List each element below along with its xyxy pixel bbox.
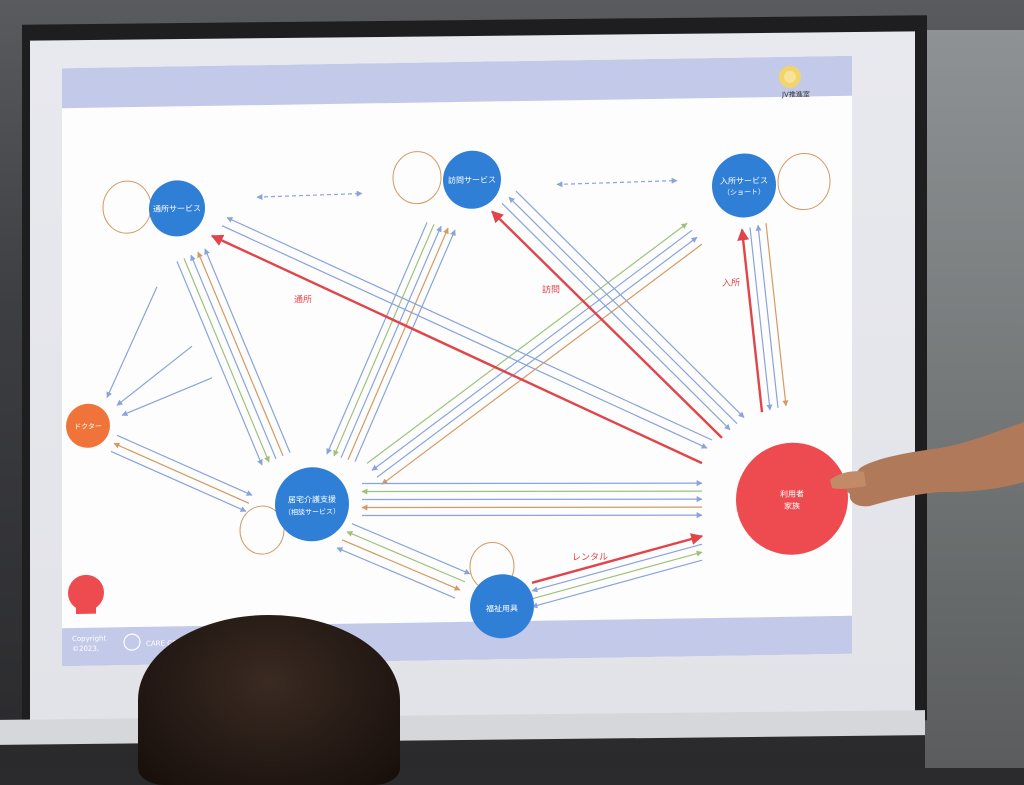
- side-wall: [925, 30, 1024, 768]
- node-tsusho-label: 通所サービス: [153, 203, 201, 214]
- arrow-bundle-tsusho-riyosha: [210, 217, 713, 465]
- care-badge-icon: [68, 574, 104, 614]
- edge-label-rental: レンタル: [572, 552, 608, 564]
- logo-text: JV推進室: [781, 89, 810, 98]
- node-nyusho-service: 入所サービス （ショート）: [712, 153, 776, 218]
- presenter-arm: [845, 422, 1024, 507]
- arrow-bundle-tsusho-kyotaku: [176, 248, 291, 466]
- edge-label-tsusho: 通所: [294, 294, 312, 305]
- node-doctor: ドクター: [66, 403, 110, 448]
- node-riyosha-label-1: 利用者: [780, 489, 804, 499]
- node-homon-service: 訪問サービス: [443, 150, 501, 209]
- node-doctor-label: ドクター: [74, 422, 102, 431]
- node-riyosha-family: 利用者 家族: [736, 442, 848, 555]
- slide-header-band: [62, 55, 852, 109]
- node-kyotaku-label-2: （相談サービス）: [284, 507, 340, 517]
- logo-icon: JV推進室: [779, 65, 810, 99]
- presenter-hand: [830, 410, 1024, 520]
- node-tsusho-service: 通所サービス: [149, 180, 205, 237]
- node-homon-label: 訪問サービス: [448, 174, 496, 185]
- presenter-finger: [830, 471, 866, 489]
- presentation-slide: JV推進室: [62, 55, 852, 667]
- arrow-bundle-doctor: [106, 286, 253, 512]
- node-fukushi-yogu: 福祉用具: [470, 574, 534, 639]
- node-fukushi-label: 福祉用具: [486, 603, 518, 614]
- arrow-bundle-fukushi-riyosha: [531, 533, 704, 609]
- footer-copyright-line-2: ©2023,: [72, 645, 99, 653]
- dashed-link-top-left: [256, 190, 363, 200]
- node-nyusho-label-2: （ショート）: [723, 188, 765, 197]
- arrow-bundle-kyotaku-riyosha: [361, 480, 703, 519]
- edge-label-nyusho: 入所: [722, 278, 740, 289]
- arrow-bundle-nyusho-riyosha: [737, 223, 789, 413]
- dashed-link-top-right: [556, 177, 678, 188]
- arrow-bundle-homon-riyosha: [491, 190, 745, 439]
- audience-head: [138, 615, 400, 785]
- edge-label-homon: 訪問: [542, 283, 560, 295]
- node-kyotaku-support: 居宅介護支援 （相談サービス）: [275, 467, 349, 542]
- slide-background: [62, 55, 852, 667]
- node-riyosha-label-2: 家族: [784, 501, 800, 511]
- member-note-homon: [392, 151, 442, 205]
- arrow-bundle-nyusho-kyotaku: [366, 222, 703, 485]
- member-note-kyotaku: [239, 505, 285, 555]
- node-kyotaku-label-1: 居宅介護支援: [288, 494, 336, 505]
- arrow-bundle-homon-kyotaku: [326, 222, 456, 462]
- footer-brand-icon: [123, 633, 141, 651]
- footer-copyright-line-1: Copyright: [72, 635, 106, 644]
- member-note-nyusho: [777, 153, 831, 211]
- node-nyusho-label-1: 入所サービス: [720, 175, 768, 186]
- arrow-bundle-kyotaku-fukushi: [336, 523, 471, 599]
